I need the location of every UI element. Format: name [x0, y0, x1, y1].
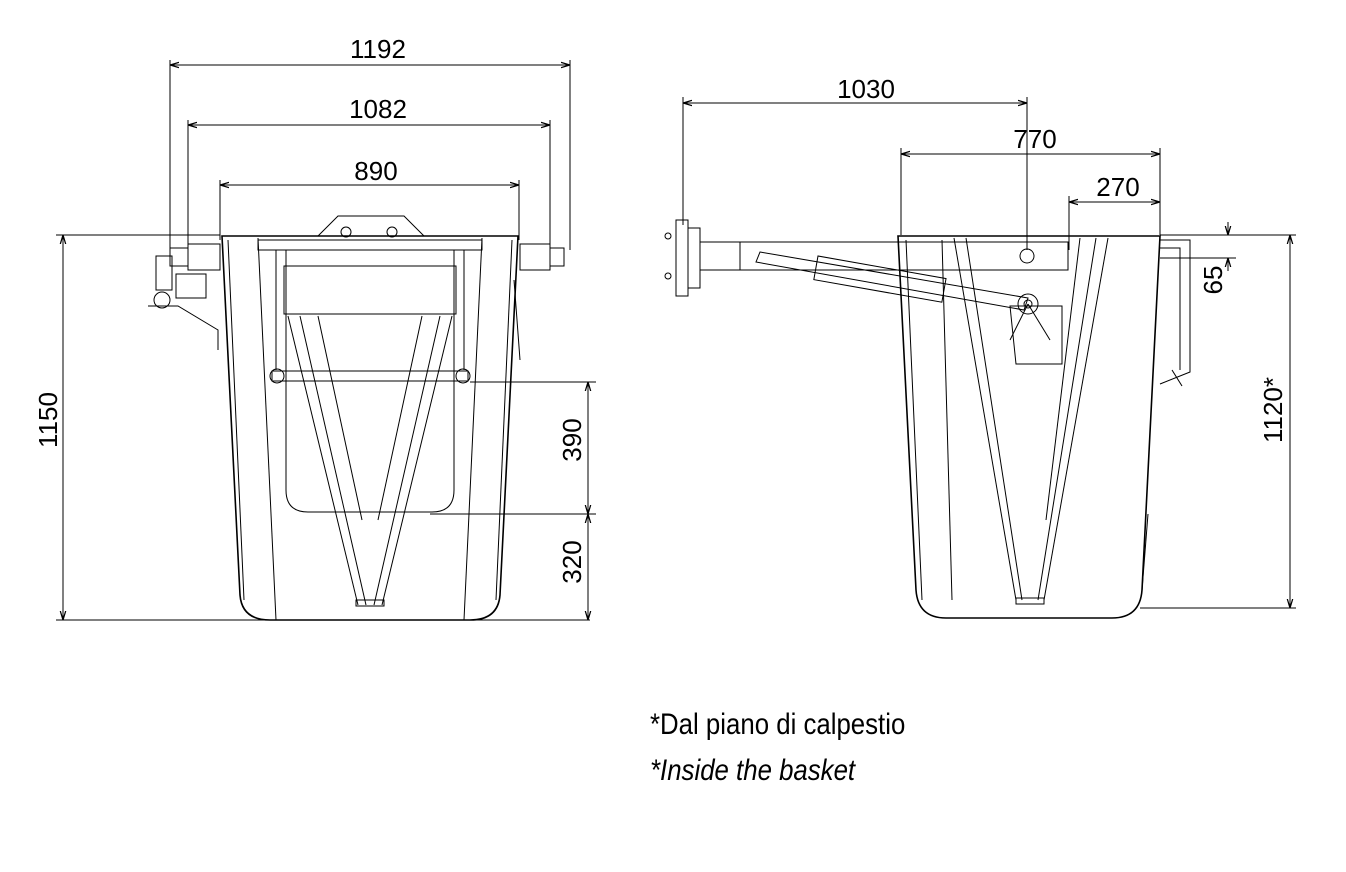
dim-label-770: 770: [1013, 124, 1056, 154]
dim-label-1150: 1150: [33, 392, 63, 448]
note-english: *Inside the basket: [650, 754, 856, 787]
dim-length-270: 270: [1068, 172, 1160, 250]
dim-width-890: 890: [219, 156, 520, 240]
dim-height-320: 320: [557, 514, 588, 620]
side-view: 1030 770 270 65 1120*: [664, 74, 1296, 619]
dim-width-1192: 1192: [169, 34, 571, 250]
dim-height-390: 390: [430, 381, 596, 515]
dim-length-770: 770: [900, 124, 1161, 235]
dim-label-1192: 1192: [350, 34, 406, 64]
dim-label-1082: 1082: [349, 94, 407, 124]
side-basket: [897, 235, 1191, 619]
note-italian: *Dal piano di calpestio: [650, 708, 906, 741]
dim-label-390: 390: [557, 418, 587, 461]
dim-height-1150: 1150: [33, 234, 590, 621]
dim-length-1030: 1030: [682, 74, 1028, 250]
dim-width-1082: 1082: [187, 94, 551, 250]
dim-label-270: 270: [1096, 172, 1139, 202]
dim-label-1120: 1120*: [1258, 377, 1288, 443]
dim-label-65: 65: [1198, 266, 1228, 295]
dim-height-65: 65: [1160, 222, 1296, 294]
dim-label-1030: 1030: [837, 74, 895, 104]
dim-label-890: 890: [354, 156, 397, 186]
dim-height-1120: 1120*: [1140, 235, 1296, 609]
dim-label-320: 320: [557, 540, 587, 583]
front-view: 1192 1082 890 1150 390: [33, 34, 596, 621]
side-cylinder: [755, 251, 1063, 365]
side-arm: [664, 219, 1069, 297]
front-basket: [148, 215, 565, 621]
